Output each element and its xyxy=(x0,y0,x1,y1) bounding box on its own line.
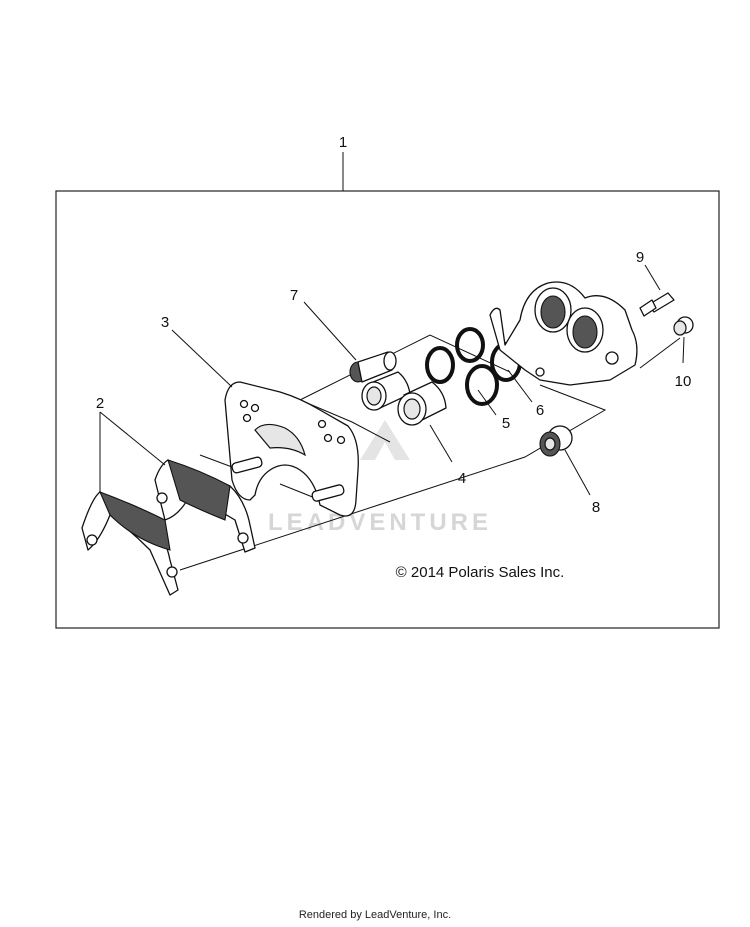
watermark-text: LEADVENTURE xyxy=(268,509,492,536)
footer-text: Rendered by LeadVenture, Inc. xyxy=(298,909,452,921)
bleeder-cap-icon xyxy=(673,316,694,336)
callout-8: 8 xyxy=(592,499,600,516)
callout-leaders xyxy=(99,264,685,496)
callout-1: 1 xyxy=(339,134,347,151)
assembly-frame xyxy=(55,190,720,629)
callout-5: 5 xyxy=(502,415,510,432)
callout-4: 4 xyxy=(458,470,466,487)
callout-9: 9 xyxy=(636,249,644,266)
caliper-bracket-icon xyxy=(224,381,359,517)
callout-6: 6 xyxy=(536,402,544,419)
callout-2: 2 xyxy=(96,395,104,412)
piston-icon xyxy=(361,371,447,426)
callout-3: 3 xyxy=(161,314,169,331)
brake-pad-icon xyxy=(81,459,256,596)
callout-10: 10 xyxy=(675,373,692,390)
boot-icon xyxy=(539,425,573,457)
leadventure-watermark: LEADVENTURE xyxy=(268,420,492,536)
copyright-text: © 2014 Polaris Sales Inc. xyxy=(396,564,565,581)
bleeder-screw-icon xyxy=(639,292,675,317)
caliper-body-icon xyxy=(489,281,638,386)
slide-pin-icon xyxy=(349,351,397,383)
callout-7: 7 xyxy=(290,287,298,304)
